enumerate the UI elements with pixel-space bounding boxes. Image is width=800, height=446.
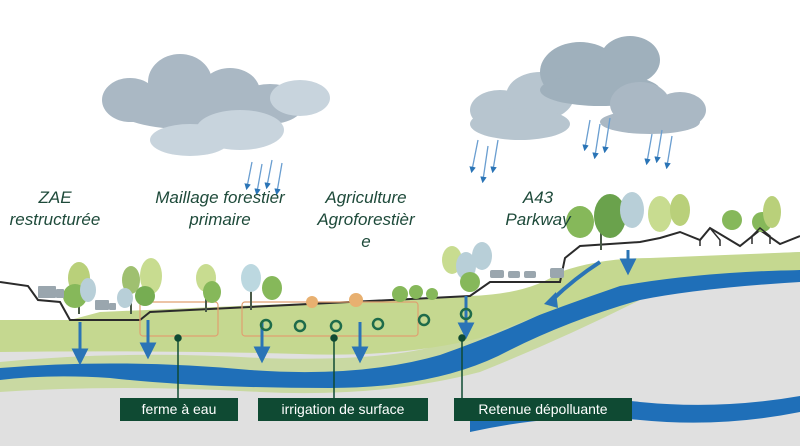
zone-label-line: A43 <box>522 188 554 207</box>
rain-icon <box>244 117 673 196</box>
zone-label-line: Agriculture <box>325 188 407 207</box>
house-icon <box>699 226 771 246</box>
zone-label-zae: ZAE restructurée <box>0 187 110 231</box>
basin-icon <box>259 307 473 333</box>
zone-label-line: Agroforestièr <box>317 210 415 229</box>
zone-label-line: primaire <box>189 210 251 229</box>
river-band <box>0 270 800 388</box>
grass-terrain <box>0 252 800 355</box>
zone-label-line: ZAE <box>38 188 72 207</box>
tree-icon <box>442 242 492 292</box>
cloud-icon <box>540 36 660 106</box>
truck-icon <box>38 286 116 310</box>
terrain-line <box>0 226 800 321</box>
callout-lines <box>174 334 466 400</box>
zone-label-line: Maillage forestier <box>155 188 285 207</box>
tree-icon <box>566 192 690 250</box>
cloud-icon <box>150 80 330 156</box>
tree-icon <box>196 264 221 312</box>
tree-icon <box>722 196 781 232</box>
zone-label-line: Parkway <box>505 210 571 229</box>
cloud-icon <box>600 82 706 134</box>
badge-water-farm: ferme à eau <box>120 398 238 421</box>
zone-label-line: restructurée <box>9 210 101 229</box>
zone-label-agriculture: Agriculture Agroforestièr e <box>306 187 426 253</box>
tree-icon <box>63 262 96 314</box>
zone-label-line: e <box>361 232 371 251</box>
tree-icon <box>241 264 282 310</box>
badge-retention-basin: Retenue dépolluante <box>454 398 632 421</box>
tree-icon <box>117 258 162 314</box>
water-arrow-icon <box>71 250 637 366</box>
tree-icon <box>306 285 438 308</box>
zone-label-parkway: A43 Parkway <box>496 187 580 231</box>
zone-label-forest: Maillage forestier primaire <box>140 187 300 231</box>
car-icon <box>490 268 564 278</box>
runoff-arrow-head <box>544 292 558 308</box>
badge-surface-irrigation: irrigation de surface <box>258 398 428 421</box>
